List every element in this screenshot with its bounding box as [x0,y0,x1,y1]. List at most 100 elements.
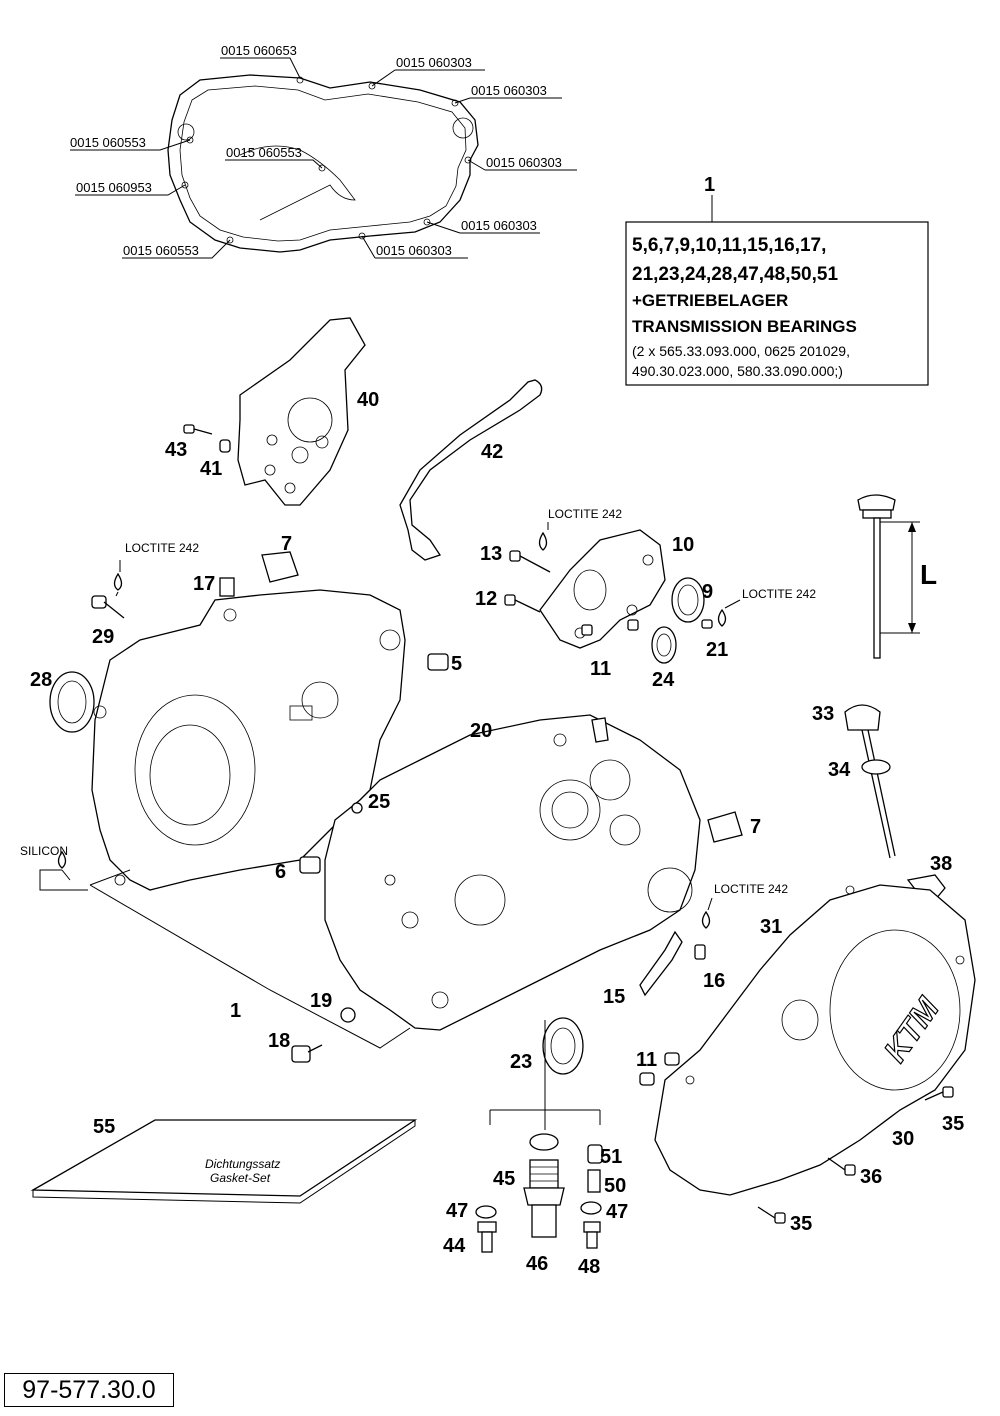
screw-21 [701,619,713,629]
part-label: 44 [443,1235,466,1257]
dowels-11 [581,619,639,636]
bearing-bracket-10 [539,529,666,649]
plug-44 [477,1221,497,1253]
dowel-41 [219,439,231,453]
left-crankcase-half [91,589,406,891]
gasket-code: 0015 060303 [396,55,472,70]
loctite-note: LOCTITE 242 [714,882,788,896]
plug-51 [587,1144,603,1164]
gasket-code: 0015 060953 [76,180,152,195]
part-label: 20 [470,720,492,742]
dowel-11b [664,1052,680,1066]
dowel-6 [299,856,321,874]
dimension-L: L [920,559,937,590]
gasket-code: 0015 060303 [471,83,547,98]
crankcase-gasket [70,57,577,259]
gasket-code: 0015 060303 [461,218,537,233]
seal-24 [651,626,677,664]
bracket-42 [399,379,543,561]
screw-13 [509,550,551,573]
part-label: 16 [703,970,725,992]
washer-47a [475,1205,497,1219]
gasket-code: 0015 060303 [376,243,452,258]
gasket-code: 0015 060303 [486,155,562,170]
loctite-note: LOCTITE 242 [125,541,199,555]
washer-25 [351,802,363,814]
gasket-code: 0015 060553 [226,145,302,160]
cover-plate-40 [237,317,366,506]
o-ring-34 [861,759,891,775]
bolt-35a [924,1086,954,1101]
bolt-18 [291,1044,323,1063]
bushing-7b [707,811,743,843]
part-label: 29 [92,626,114,648]
bushing-7 [261,551,299,583]
part-label: 35 [790,1213,812,1235]
part-label: 35 [942,1113,964,1135]
part-label: 7 [750,816,761,838]
part-label: 47 [606,1201,628,1223]
loctite-drop [717,608,727,627]
kit-line: 21,23,24,28,47,48,50,51 [632,264,838,285]
part-label: 46 [526,1253,548,1275]
oil-dipstick [857,494,920,659]
dowel-17 [219,577,235,597]
kit-number: 1 [704,174,715,196]
gasket-set-manual [30,1119,418,1204]
oil-screen-46 [523,1159,565,1238]
part-label: 40 [357,389,379,411]
part-label: 9 [702,581,713,603]
bolt-35b [757,1206,786,1224]
gasket-code: 0015 060653 [221,43,297,58]
part-label: 11 [636,1049,657,1071]
part-label: 17 [193,573,215,595]
part-label: 11 [590,658,611,680]
part-label: 18 [268,1030,290,1052]
bearing-23 [542,1017,584,1075]
part-label: 50 [604,1175,626,1197]
part-label: 48 [578,1256,600,1278]
kit-line: TRANSMISSION BEARINGS [632,317,857,336]
o-ring-45 [529,1133,559,1151]
loctite-note: LOCTITE 242 [742,587,816,601]
part-label: 25 [368,791,390,813]
manual-title: Dichtungssatz [205,1157,280,1171]
filler-plug-33 [844,704,896,859]
part-label: 6 [275,861,286,883]
document-number: 97-577.30.0 [4,1373,174,1407]
screw-16 [694,944,706,960]
part-label: 34 [828,759,851,781]
silicon-note: SILICON [20,844,68,858]
spring-50 [587,1169,601,1193]
washer-19 [340,1007,356,1023]
part-label: 55 [93,1116,115,1138]
plug-48 [583,1221,601,1249]
kit-line: 490.30.023.000, 580.33.090.000;) [632,363,843,379]
clutch-cover-30: KTM [654,884,976,1196]
clip-15 [639,930,683,997]
part-label: 13 [480,543,502,565]
screw-29 [91,595,125,619]
part-label: 42 [481,441,503,463]
part-label: 47 [446,1200,468,1222]
plate-28 [49,671,95,733]
part-label: 1 [230,1000,241,1022]
part-label: 5 [451,653,462,675]
part-label: 31 [760,916,782,938]
part-label: 10 [672,534,694,556]
right-crankcase-half [324,714,701,1031]
loctite-drop [701,910,711,929]
dowel-11c [639,1072,655,1086]
loctite-drop [113,572,123,591]
screw-43 [183,424,213,435]
bolt-36 [827,1157,856,1176]
gasket-code: 0015 060553 [123,243,199,258]
washer-47b [580,1201,602,1215]
kit-contents-box [625,195,929,386]
part-label: 24 [652,669,675,691]
part-label: 45 [493,1168,515,1190]
kit-line: +GETRIEBELAGER [632,291,788,310]
screw-12 [504,594,541,613]
